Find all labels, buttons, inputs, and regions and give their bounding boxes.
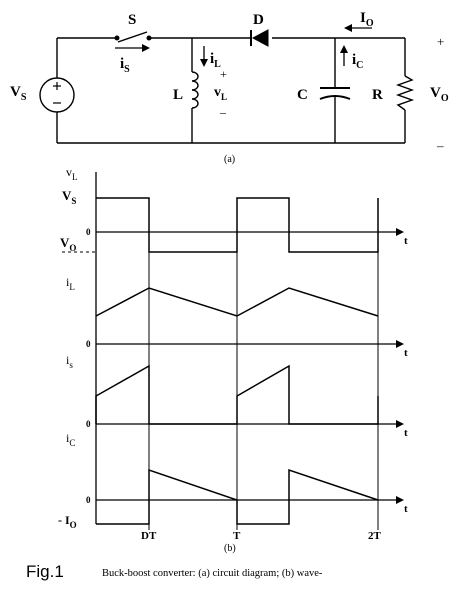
capacitor-current-arrow-head (340, 45, 348, 53)
iL-axis-arrowhead (396, 340, 404, 348)
iL-axis-t-label: t (404, 347, 408, 359)
time-tick-label-2T: 2T (368, 530, 382, 542)
part-a-label: (a) (224, 154, 235, 165)
iL-zero-label: 0 (86, 339, 91, 349)
figure-caption-text: Buck-boost converter: (a) circuit diagra… (102, 568, 323, 579)
diode-icon (251, 29, 269, 47)
inductor-voltage-minus: – (219, 105, 227, 119)
inductor-current-arrow-head (200, 59, 208, 67)
resistor-label: R (372, 87, 383, 103)
time-tick-label-DT: DT (141, 530, 157, 542)
inductor-current-label: iL (210, 51, 221, 70)
iC-zero-label: 0 (86, 495, 91, 505)
iS-axis-arrowhead (396, 420, 404, 428)
vL-label: vL (66, 165, 78, 182)
switch-contact-right (146, 35, 152, 41)
output-voltage-plus: + (437, 34, 444, 49)
inductor-coil (191, 71, 199, 109)
inductor-voltage-label: vL (214, 85, 227, 102)
iS-zero-label: 0 (86, 419, 91, 429)
output-voltage-label: VO (430, 85, 449, 104)
iC-label: iC (66, 431, 75, 448)
output-voltage-minus: – (436, 138, 444, 153)
output-current-label: IO (360, 10, 374, 29)
iS-label: is (66, 353, 73, 370)
diode-label: D (253, 12, 264, 28)
source-label: VS (10, 84, 27, 103)
vL-low-level-label: VO (60, 235, 76, 253)
vL-zero-label: 0 (86, 227, 91, 237)
time-tick-label-T: T (233, 530, 241, 542)
switch-current-arrow-head (142, 44, 150, 52)
output-current-arrow-head (344, 24, 352, 32)
iS-axis-t-label: t (404, 427, 408, 439)
capacitor-label: C (297, 87, 308, 103)
capacitor-current-label: iC (352, 52, 363, 71)
resistor-zigzag (395, 75, 415, 111)
iC-axis-arrowhead (396, 496, 404, 504)
vL-axis-t-label: t (404, 235, 408, 247)
inductor-voltage-plus: + (220, 67, 227, 81)
inductor-label: L (173, 87, 183, 103)
circuit-diagram (39, 31, 415, 144)
iL-label: iL (66, 275, 75, 292)
figure-number-label: Fig.1 (26, 562, 64, 581)
voltage-source (39, 77, 75, 113)
switch-label: S (128, 12, 136, 28)
switch-blade (117, 31, 148, 43)
switch-current-label: iS (120, 56, 130, 75)
capacitor-plate-bottom (319, 95, 351, 100)
switch-contact-left (114, 35, 120, 41)
iC-axis-t-label: t (404, 503, 408, 515)
part-b-label: (b) (224, 543, 236, 554)
vL-axis-arrowhead (396, 228, 404, 236)
vL-waveform (96, 197, 379, 253)
vL-high-level-label: VS (62, 188, 76, 206)
iC-low-level-label: - IO (58, 513, 77, 530)
